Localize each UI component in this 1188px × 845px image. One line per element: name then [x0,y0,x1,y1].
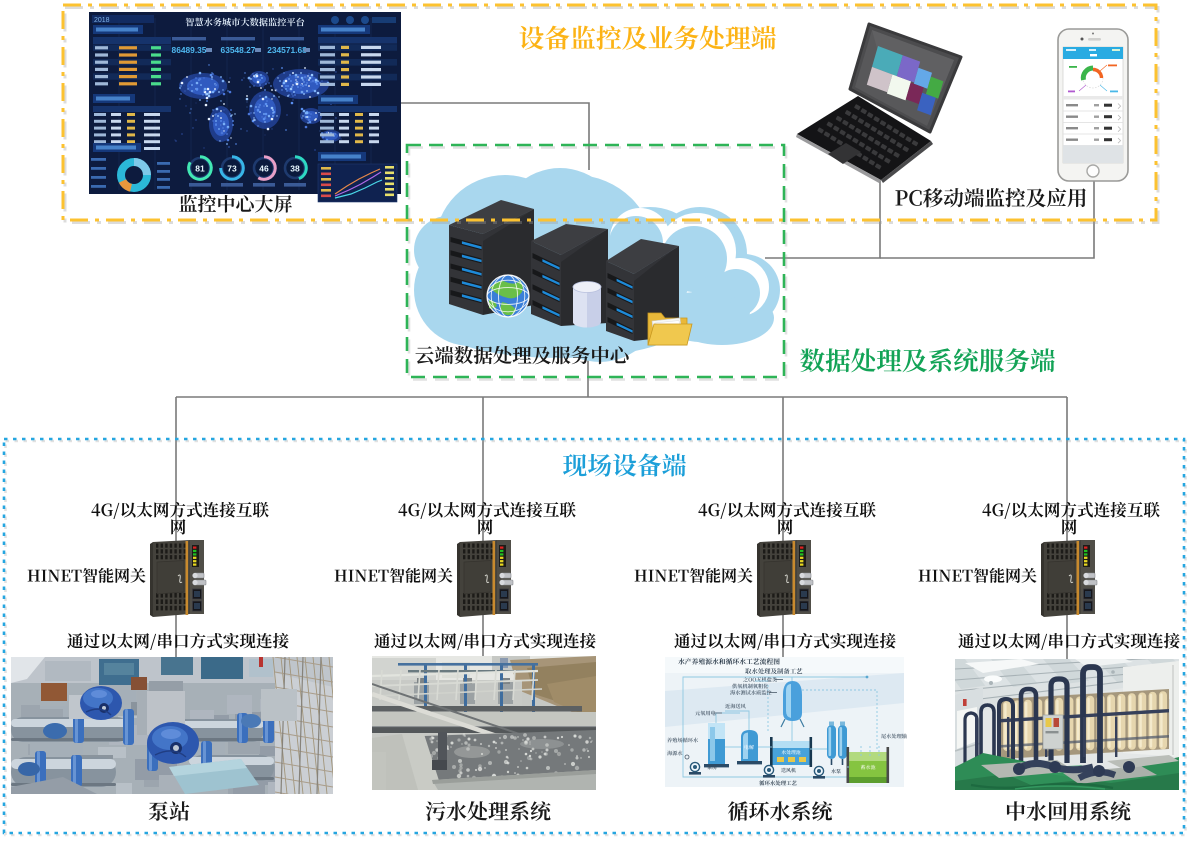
svg-text:63548.27: 63548.27 [221,45,256,55]
svg-text:38: 38 [290,164,300,174]
svg-text:2018: 2018 [94,17,110,24]
svg-text:46: 46 [259,164,269,174]
svg-text:86489.35: 86489.35 [172,45,207,55]
svg-text:81: 81 [195,164,205,174]
svg-text:73: 73 [227,164,237,174]
svg-text:234571.68: 234571.68 [267,45,307,55]
